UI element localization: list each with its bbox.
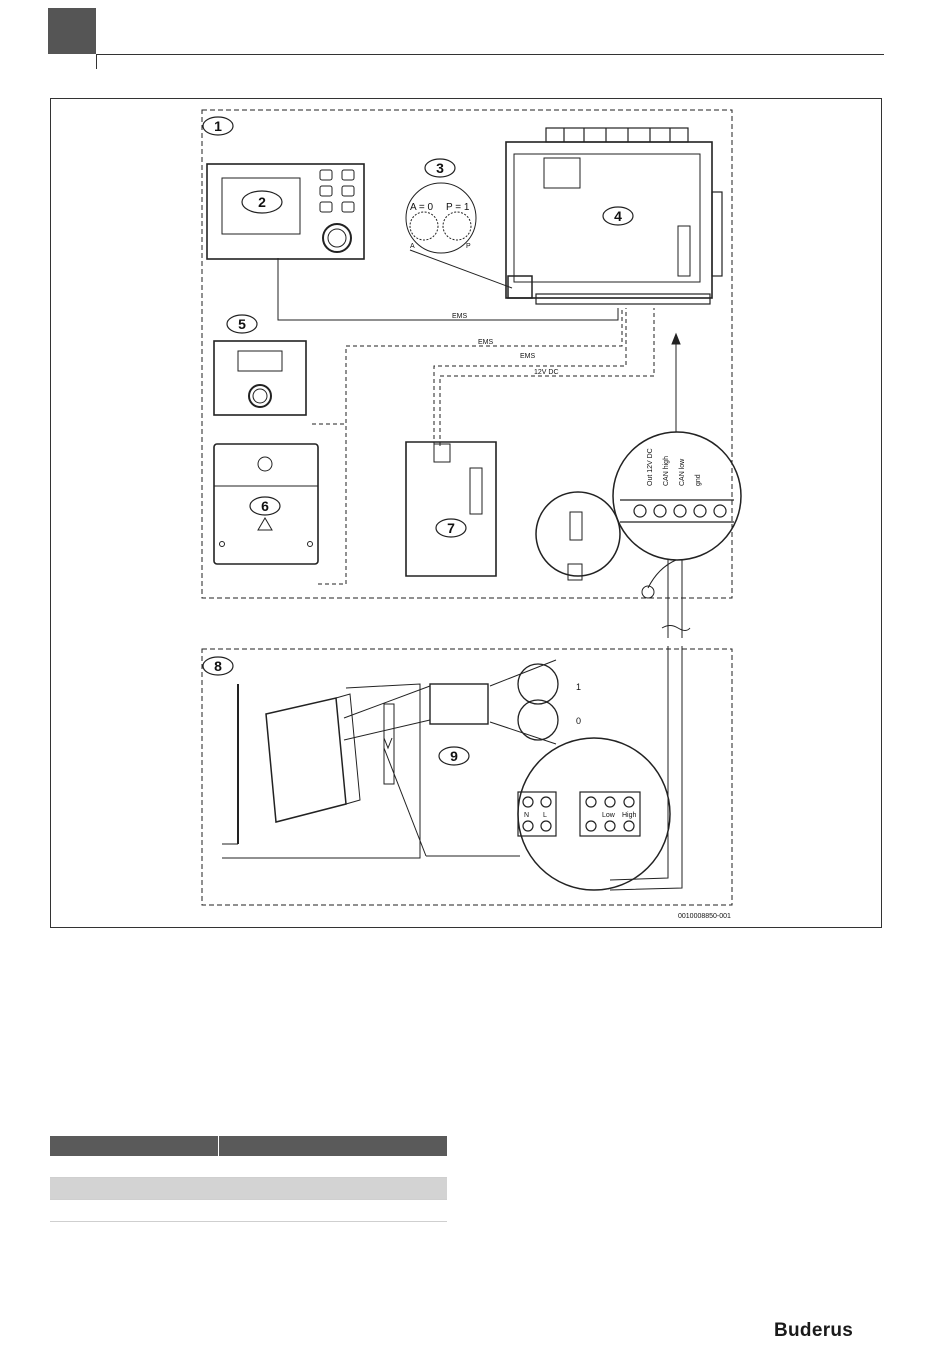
callout-6: 6 (261, 498, 269, 514)
wire-label-ems-2: EMS (478, 339, 494, 346)
wiring-diagram: 1 2 3 4 5 6 7 8 9 A = 0 P = 1 A P EMS EM… (50, 98, 882, 928)
table-row (50, 1200, 447, 1222)
connector-detail (536, 492, 620, 576)
figure-code: 0010008850-001 (678, 913, 731, 920)
callout-5: 5 (238, 316, 246, 332)
room-unit (214, 341, 306, 415)
table-header-row (50, 1136, 447, 1156)
outdoor-unit-frame (202, 649, 732, 905)
terminal-gnd: gnd (695, 474, 702, 486)
switch-detail-on (518, 664, 558, 704)
wire-label-12v: 12V DC (534, 369, 559, 376)
callout-7: 7 (447, 520, 455, 536)
switch-on-label: 1 (576, 682, 581, 692)
outdoor-unit (266, 698, 346, 822)
terminal-out12v: Out 12V DC (647, 448, 654, 486)
outdoor-terminal-n: N (524, 812, 529, 819)
table-cell (50, 1156, 219, 1178)
table-cell (219, 1200, 448, 1222)
terminal-can-low: CAN low (679, 458, 686, 486)
chapter-marker (48, 8, 96, 54)
info-table (50, 1136, 447, 1222)
callout-4: 4 (614, 208, 622, 224)
table-cell (50, 1200, 219, 1222)
callout-9: 9 (450, 748, 458, 764)
control-board (430, 684, 488, 724)
terminal-can-high: CAN high (663, 456, 670, 486)
outdoor-terminal-l: L (543, 812, 547, 819)
table-row (50, 1156, 447, 1178)
switch-detail-off (518, 700, 558, 740)
table-cell (50, 1178, 219, 1200)
switch-off-label: 0 (576, 716, 581, 726)
controller-knob (323, 224, 351, 252)
dial-p-label: P = 1 (446, 202, 470, 213)
callout-8: 8 (214, 658, 222, 674)
wire-label-ems-3: EMS (520, 353, 536, 360)
outdoor-terminal-low: Low (602, 812, 616, 819)
callout-2: 2 (258, 194, 266, 210)
table-row (50, 1178, 447, 1200)
table-cell (50, 1136, 219, 1156)
wire-label-ems-1: EMS (452, 313, 468, 320)
controller-buttons (320, 170, 354, 212)
header-rule (96, 54, 884, 55)
outdoor-terminal-detail (518, 738, 670, 890)
dial-p-letter: P (466, 243, 471, 250)
table-cell (219, 1136, 448, 1156)
header-tick (96, 54, 97, 69)
table-cell (219, 1178, 448, 1200)
dial-a-label: A = 0 (410, 202, 434, 213)
main-module (506, 142, 712, 298)
table-cell (219, 1156, 448, 1178)
terminal-detail (613, 432, 741, 560)
callout-1: 1 (214, 118, 222, 134)
dial-a-letter: A (410, 243, 415, 250)
brand-logo: Buderus (774, 1320, 853, 1342)
callout-3: 3 (436, 160, 444, 176)
outdoor-terminal-high: High (622, 812, 637, 819)
